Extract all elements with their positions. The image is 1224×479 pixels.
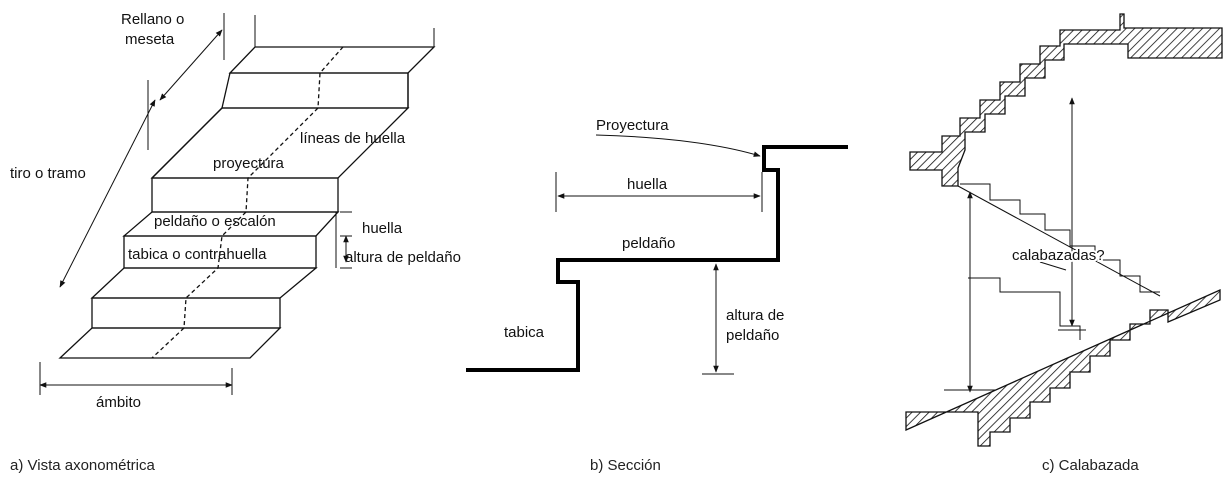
label-proyectura: proyectura: [213, 155, 285, 172]
label-lineas-huella: líneas de huella: [300, 130, 406, 147]
label-ambito: ámbito: [96, 394, 141, 411]
label-rellano-1: Rellano o: [121, 11, 184, 28]
label-tabica-contrahuella: tabica o contrahuella: [128, 246, 267, 263]
label-tiro: tiro o tramo: [10, 165, 86, 182]
label-peldano-b: peldaño: [622, 235, 675, 252]
label-tabica-b: tabica: [504, 324, 545, 341]
label-altura-b-1: altura de: [726, 307, 784, 324]
label-altura-b-2: peldaño: [726, 327, 779, 344]
calabazada-view: calabazadas?: [905, 13, 1223, 447]
label-rellano-2: meseta: [125, 31, 175, 48]
label-huella-b: huella: [627, 176, 668, 193]
section-view: Proyectura huella peldaño tabica altura …: [466, 117, 848, 375]
caption-b: b) Sección: [590, 457, 661, 474]
label-calabazadas: calabazadas?: [1012, 247, 1105, 264]
label-huella: huella: [362, 220, 403, 237]
caption-a: a) Vista axonométrica: [10, 457, 155, 474]
label-peldano-escalon: peldaño o escalón: [154, 213, 276, 230]
label-proyectura-b: Proyectura: [596, 117, 669, 134]
axonometric-view: Rellano o meseta tiro o tramo líneas de …: [10, 11, 461, 411]
label-altura-peldano: altura de peldaño: [345, 249, 461, 266]
caption-c: c) Calabazada: [1042, 457, 1139, 474]
